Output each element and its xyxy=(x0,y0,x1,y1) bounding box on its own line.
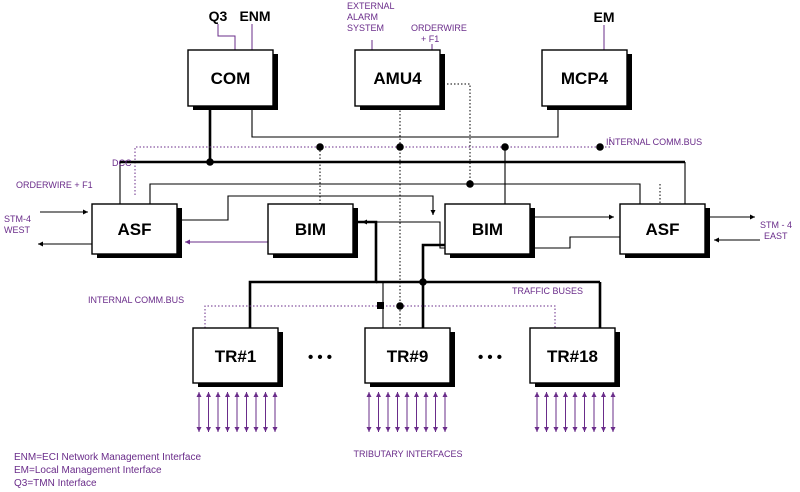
module-com: COM xyxy=(187,49,278,110)
internal-comm-bus-bottom-label: INTERNAL COMM.BUS xyxy=(88,295,184,305)
module-mcp4: MCP4 xyxy=(541,49,632,110)
ellipsis-right: • • • xyxy=(478,349,502,366)
external-alarm-label-1: EXTERNAL xyxy=(347,1,395,11)
stm4-east-label-2: EAST xyxy=(764,231,788,241)
asf-east-label: ASF xyxy=(646,220,680,239)
bim-left-label: BIM xyxy=(295,220,326,239)
amu4-label: AMU4 xyxy=(373,69,422,88)
stm4-west-label-1: STM-4 xyxy=(4,214,31,224)
tr18-label: TR#18 xyxy=(547,347,598,366)
external-alarm-label-2: ALARM xyxy=(347,12,378,22)
tributary-interfaces-label: TRIBUTARY INTERFACES xyxy=(353,449,462,459)
buses xyxy=(119,83,686,330)
stm4-west-label-2: WEST xyxy=(4,225,31,235)
module-amu4: AMU4 xyxy=(354,49,445,110)
enm-label: ENM xyxy=(239,8,270,24)
module-tr9: TR#9 xyxy=(364,327,455,387)
tributary-arrows xyxy=(196,392,616,432)
external-alarm-label-3: SYSTEM xyxy=(347,23,384,33)
top-connections xyxy=(217,24,605,50)
internal-comm-bus-top-label: INTERNAL COMM.BUS xyxy=(606,137,702,147)
ellipsis-left: • • • xyxy=(308,349,332,366)
labels: Q3 ENM EM EXTERNAL ALARM SYSTEM ORDERWIR… xyxy=(4,1,792,459)
module-tr18: TR#18 xyxy=(529,327,620,387)
com-label: COM xyxy=(211,69,251,88)
mcp4-label: MCP4 xyxy=(561,69,609,88)
em-label: EM xyxy=(594,9,615,25)
q3-label: Q3 xyxy=(209,8,228,24)
stm4-east-label-1: STM - 4 xyxy=(760,220,792,230)
legend: ENM=ECI Network Management Interface EM=… xyxy=(14,451,201,490)
legend-item-q3: Q3=TMN Interface xyxy=(14,478,97,489)
traffic-buses-label: TRAFFIC BUSES xyxy=(512,286,583,296)
orderwire-left-label: ORDERWIRE + F1 xyxy=(16,180,93,190)
asf-west-label: ASF xyxy=(118,220,152,239)
module-bim-right: BIM xyxy=(444,203,535,258)
tributary-buses xyxy=(204,220,602,328)
legend-item-enm: ENM=ECI Network Management Interface xyxy=(14,452,202,463)
bim-right-label: BIM xyxy=(472,220,503,239)
orderwire-top-label-2: + F1 xyxy=(421,34,439,44)
tr9-label: TR#9 xyxy=(387,347,429,366)
module-tr1: TR#1 xyxy=(192,327,283,387)
dcc-label: DCC xyxy=(112,158,132,168)
legend-item-em: EM=Local Management Interface xyxy=(14,465,162,476)
module-asf-west: ASF xyxy=(91,203,182,258)
orderwire-top-label-1: ORDERWIRE xyxy=(411,23,467,33)
module-asf-east: ASF xyxy=(619,203,710,258)
tr1-label: TR#1 xyxy=(215,347,257,366)
module-bim-left: BIM xyxy=(267,203,358,258)
